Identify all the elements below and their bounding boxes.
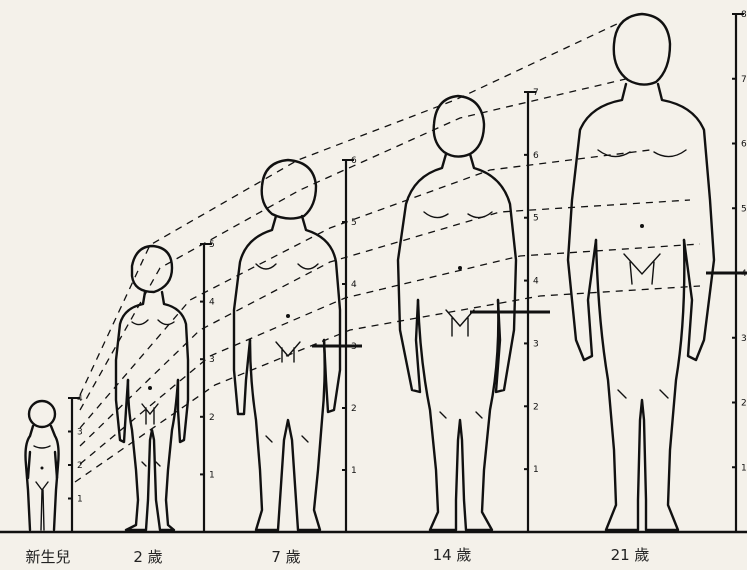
scale-label-age2: 5 — [209, 240, 215, 250]
scale-label-age2: 2 — [209, 413, 215, 423]
scale-label-newborn: 3 — [77, 428, 83, 438]
scale-label-age21: 8 — [741, 10, 747, 20]
scale-label-age7: 1 — [351, 466, 357, 476]
scale-label-newborn: 2 — [77, 461, 83, 471]
scale-label-age14: 6 — [533, 151, 539, 161]
figure-age2 — [116, 246, 188, 530]
scale-label-age14: 2 — [533, 402, 539, 412]
figure-age21 — [568, 14, 714, 530]
scale-label-age14: 4 — [533, 277, 539, 287]
scale-label-age2: 4 — [209, 298, 215, 308]
scale-label-age21: 6 — [741, 140, 747, 150]
scale-label-age14: 5 — [533, 214, 539, 224]
scale-label-age14: 1 — [533, 465, 539, 475]
scale-label-age21: 2 — [741, 399, 747, 409]
scale-label-age21: 3 — [741, 334, 747, 344]
scale-label-age7: 5 — [351, 218, 357, 228]
scale-label-newborn: 4 — [77, 394, 83, 404]
proportion-guides — [75, 15, 700, 482]
scale-label-age2: 1 — [209, 470, 215, 480]
scale-label-age21: 5 — [741, 204, 747, 214]
scale-label-age14: 3 — [533, 339, 539, 349]
scale-label-age21: 1 — [741, 463, 747, 473]
caption-age2: 2 歲 — [133, 548, 162, 566]
scale-label-age7: 6 — [351, 156, 357, 166]
scale-label-newborn: 1 — [77, 495, 83, 505]
caption-age14: 14 歲 — [433, 546, 472, 564]
caption-age21: 21 歲 — [611, 546, 650, 564]
scale-label-age7: 2 — [351, 404, 357, 414]
figure-newborn — [26, 401, 59, 530]
caption-age7: 7 歲 — [271, 548, 300, 566]
scale-label-age21: 7 — [741, 75, 747, 85]
scale-label-age14: 7 — [533, 88, 539, 98]
scale-label-age7: 4 — [351, 280, 357, 290]
scale-label-age2: 3 — [209, 355, 215, 365]
caption-newborn: 新生兒 — [25, 548, 70, 566]
